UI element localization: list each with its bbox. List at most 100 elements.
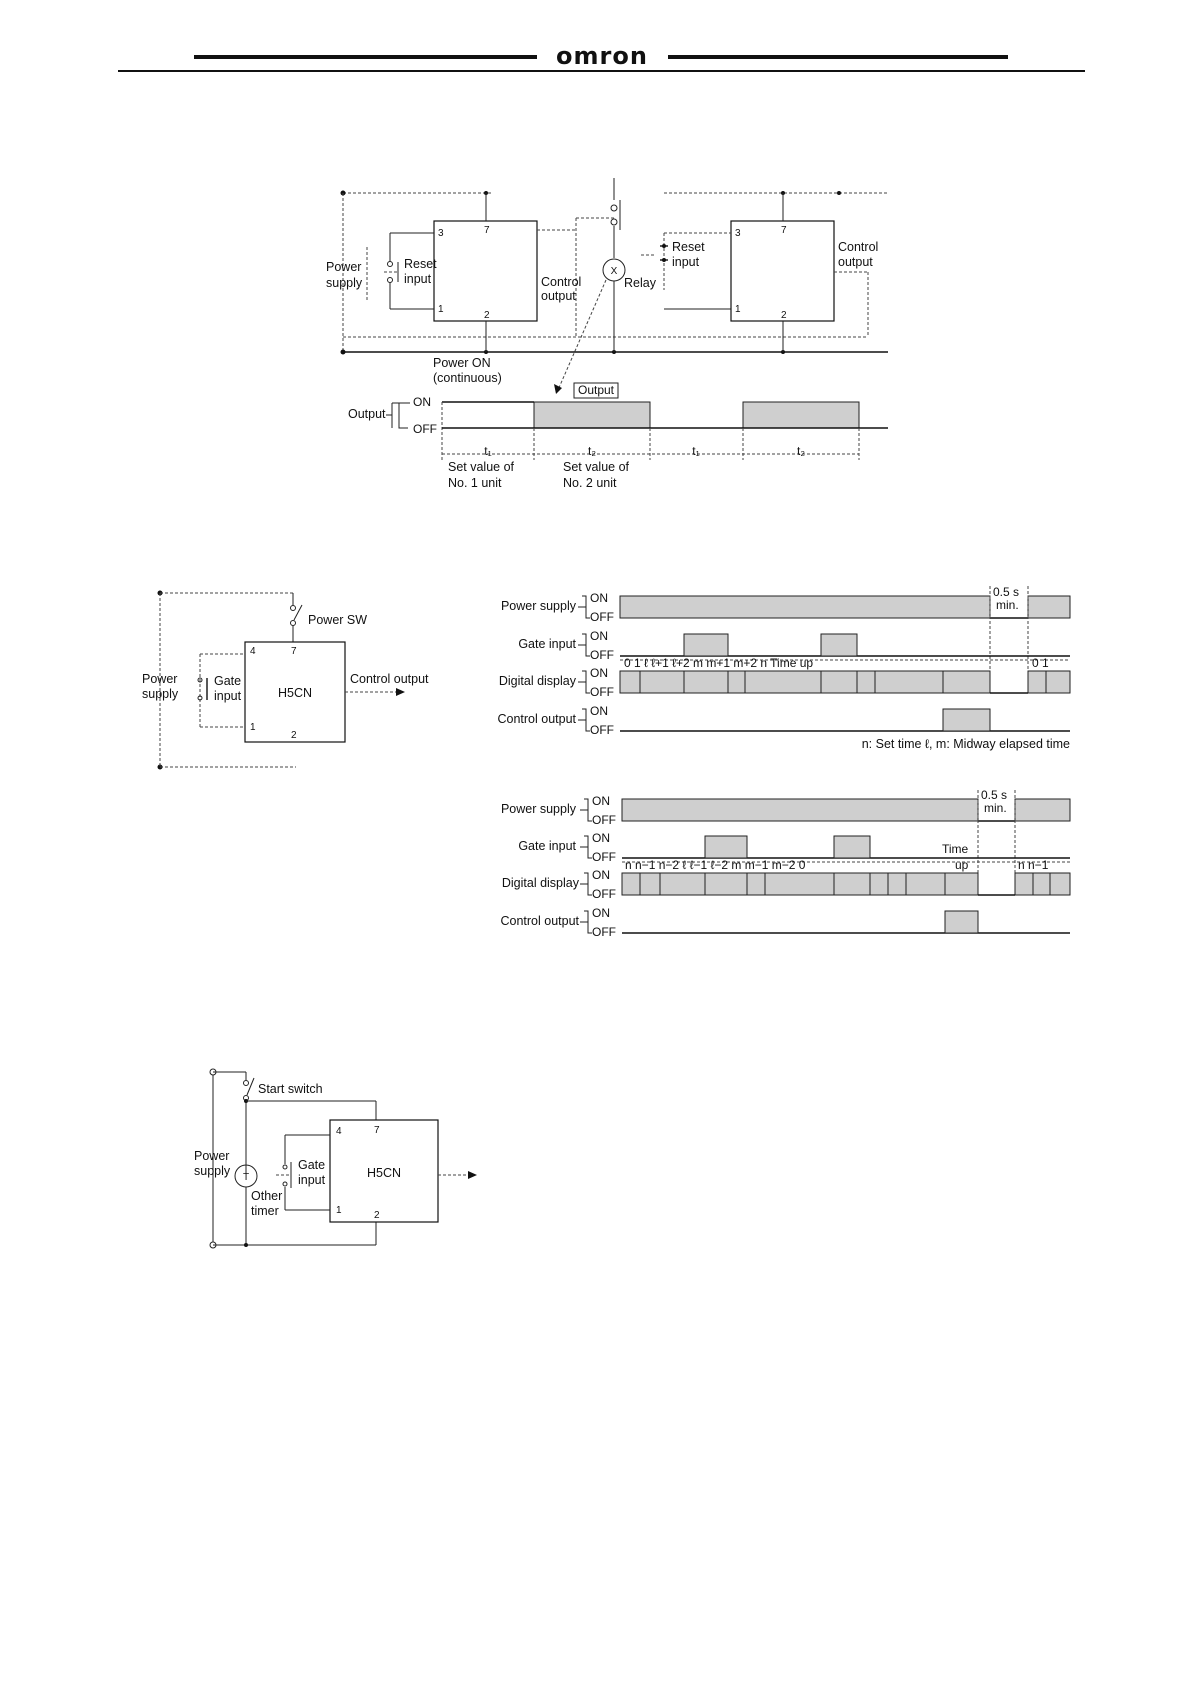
relay-to-output-arrow: [557, 279, 607, 391]
svg-text:Relay: Relay: [624, 276, 657, 290]
svg-text:Digital display: Digital display: [499, 674, 577, 688]
svg-text:Power: Power: [142, 672, 177, 686]
svg-text:Power ON: Power ON: [433, 356, 491, 370]
svg-text:0 1: 0 1: [1032, 656, 1049, 670]
svg-text:Other: Other: [251, 1189, 282, 1203]
figure-1-circuit: X Power supply Reset input Control outpu…: [326, 178, 888, 490]
svg-text:n n−1 n−2 ℓ ℓ−1 ℓ: n n−1 n−2 ℓ ℓ−1 ℓ−2 m m−1 m−2 0: [625, 858, 806, 872]
svg-text:Digital display: Digital display: [502, 876, 580, 890]
svg-text:OFF: OFF: [590, 685, 614, 699]
svg-text:No. 2 unit: No. 2 unit: [563, 476, 617, 490]
svg-text:Gate input: Gate input: [518, 637, 576, 651]
svg-text:Power SW: Power SW: [308, 613, 367, 627]
svg-text:Control output: Control output: [497, 712, 576, 726]
timing-chart-count-down: Power supply Gate input Digital display …: [500, 788, 1071, 939]
svg-text:Time: Time: [942, 842, 969, 856]
figure-2-circuit: Power SW Power supply Gate input H5CN Co…: [142, 590, 429, 770]
svg-text:H5CN: H5CN: [278, 686, 312, 700]
svg-text:OFF: OFF: [592, 887, 616, 901]
svg-text:ON: ON: [590, 591, 608, 605]
svg-text:ON: ON: [590, 666, 608, 680]
svg-text:2: 2: [291, 730, 297, 741]
svg-text:Start switch: Start switch: [258, 1082, 323, 1096]
svg-text:min.: min.: [996, 598, 1019, 612]
svg-text:3: 3: [735, 228, 741, 239]
svg-text:(continuous): (continuous): [433, 371, 502, 385]
svg-text:Reset: Reset: [404, 257, 437, 271]
svg-text:OFF: OFF: [590, 610, 614, 624]
svg-text:n n−1: n n−1: [1018, 858, 1049, 872]
svg-text:0.5 s: 0.5 s: [993, 585, 1019, 599]
svg-text:0.5 s: 0.5 s: [981, 788, 1007, 802]
svg-text:ON: ON: [413, 395, 431, 409]
page-header: omron: [118, 42, 1085, 72]
svg-text:Output: Output: [578, 383, 615, 397]
svg-text:0 1 ℓ ℓ+1: 0 1 ℓ ℓ+1 ℓ+2 m m+1 m+2 n Time up: [624, 656, 813, 670]
h5cn-unit-fig3: [329, 1119, 439, 1223]
svg-text:1: 1: [250, 722, 256, 733]
timer-unit-1: [433, 220, 538, 322]
svg-text:OFF: OFF: [590, 723, 614, 737]
svg-text:OFF: OFF: [590, 648, 614, 662]
svg-text:output: output: [838, 255, 873, 269]
svg-text:input: input: [404, 272, 432, 286]
svg-text:Control output: Control output: [500, 914, 579, 928]
svg-text:OFF: OFF: [592, 925, 616, 939]
timing-chart-count-up: Power supply Gate input Digital display …: [497, 585, 1071, 751]
svg-text:input: input: [298, 1173, 326, 1187]
figure-3-circuit: T Start switch Power supply Gate input O…: [194, 1068, 477, 1249]
svg-text:1: 1: [735, 304, 741, 315]
svg-text:Output: Output: [348, 407, 386, 421]
svg-text:2: 2: [374, 1210, 380, 1221]
svg-text:n: Set time ℓ, m: Midway elaps: n: Set time ℓ, m: Midway elapsed time: [862, 737, 1070, 751]
svg-text:Power: Power: [326, 260, 361, 274]
svg-text:1: 1: [438, 304, 444, 315]
svg-text:Set value of: Set value of: [448, 460, 515, 474]
svg-text:4: 4: [336, 1126, 342, 1137]
output-tag-box: [573, 382, 619, 399]
svg-text:Power supply: Power supply: [501, 599, 577, 613]
svg-text:2: 2: [484, 310, 490, 321]
svg-text:Control output: Control output: [350, 672, 429, 686]
svg-text:Gate: Gate: [214, 674, 241, 688]
svg-text:output: output: [541, 289, 576, 303]
svg-text:7: 7: [781, 225, 787, 236]
svg-text:OFF: OFF: [592, 813, 616, 827]
svg-text:ON: ON: [592, 868, 610, 882]
svg-text:X: X: [611, 266, 618, 277]
svg-text:input: input: [672, 255, 700, 269]
timer-unit-2: [730, 220, 835, 322]
svg-text:ON: ON: [590, 704, 608, 718]
svg-text:Reset: Reset: [672, 240, 705, 254]
svg-text:Gate input: Gate input: [518, 839, 576, 853]
svg-text:2: 2: [781, 310, 787, 321]
svg-text:H5CN: H5CN: [367, 1166, 401, 1180]
svg-text:ON: ON: [590, 629, 608, 643]
svg-text:Power supply: Power supply: [501, 802, 577, 816]
svg-text:OFF: OFF: [413, 422, 437, 436]
svg-text:4: 4: [250, 646, 256, 657]
svg-text:Set value of: Set value of: [563, 460, 630, 474]
svg-text:up: up: [955, 858, 969, 872]
svg-text:Control: Control: [541, 275, 581, 289]
output-on-pulse-1: [533, 401, 651, 429]
svg-text:OFF: OFF: [592, 850, 616, 864]
svg-text:t₁: t₁: [692, 444, 699, 458]
svg-text:min.: min.: [984, 801, 1007, 815]
svg-text:Power: Power: [194, 1149, 229, 1163]
output-on-pulse-2: [742, 401, 860, 429]
svg-text:supply: supply: [142, 687, 179, 701]
svg-text:t₂: t₂: [797, 444, 805, 458]
svg-text:7: 7: [374, 1125, 380, 1136]
omron-logo: omron: [556, 42, 648, 70]
svg-text:t₂: t₂: [588, 444, 596, 458]
h5cn-unit-fig2: [244, 641, 346, 743]
svg-text:T: T: [243, 1172, 249, 1183]
svg-text:ON: ON: [592, 831, 610, 845]
svg-text:1: 1: [336, 1205, 342, 1216]
svg-text:t₁: t₁: [484, 444, 491, 458]
svg-text:Control: Control: [838, 240, 878, 254]
svg-text:Gate: Gate: [298, 1158, 325, 1172]
svg-text:ON: ON: [592, 906, 610, 920]
